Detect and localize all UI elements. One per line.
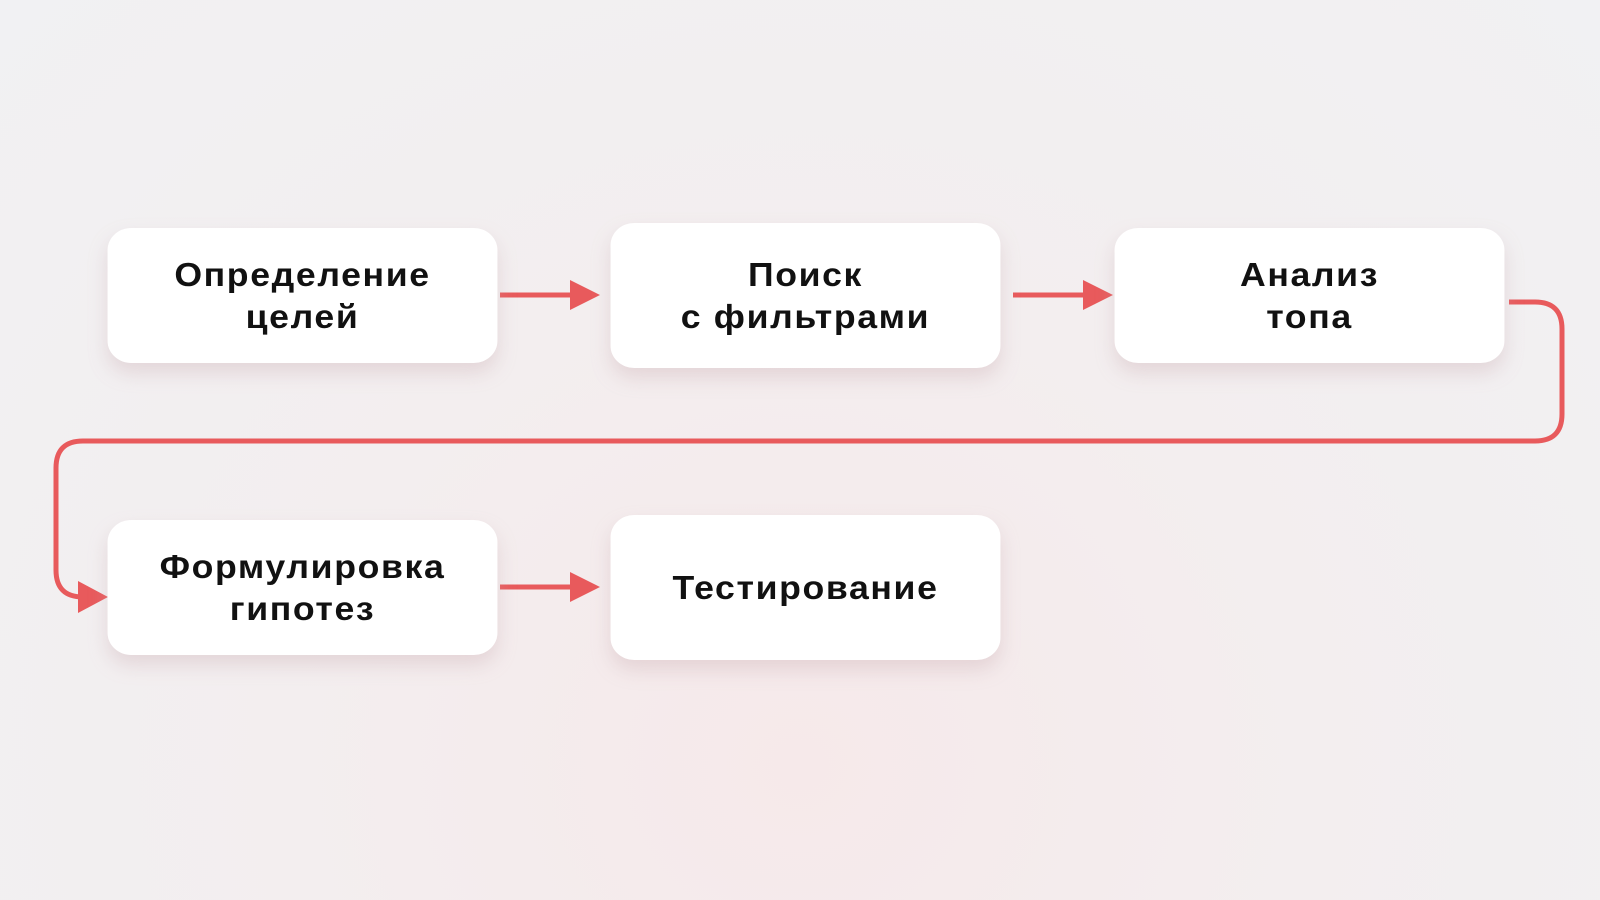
wrap-connector bbox=[53, 299, 1565, 600]
step-goals: Определение целей bbox=[107, 228, 498, 363]
step-label: целей bbox=[245, 297, 360, 335]
step-label: гипотез bbox=[229, 589, 376, 627]
step-label: топа bbox=[1266, 297, 1353, 335]
step-label: Анализ bbox=[1239, 255, 1380, 293]
step-hypotheses: Формулировка гипотез bbox=[107, 520, 498, 655]
step-label: Формулировка bbox=[159, 547, 446, 585]
step-analysis: Анализ топа bbox=[1114, 228, 1505, 363]
step-search: Поиск с фильтрами bbox=[610, 223, 1001, 368]
step-testing: Тестирование bbox=[610, 515, 1001, 660]
step-label: с фильтрами bbox=[680, 297, 931, 335]
step-label: Тестирование bbox=[672, 568, 939, 606]
step-label: Поиск bbox=[747, 255, 864, 293]
arrowhead-2 bbox=[1083, 280, 1113, 310]
step-label: Определение bbox=[174, 255, 431, 293]
arrowhead-3 bbox=[570, 572, 600, 602]
arrowhead-4 bbox=[78, 581, 108, 613]
arrowhead-1 bbox=[570, 280, 600, 310]
